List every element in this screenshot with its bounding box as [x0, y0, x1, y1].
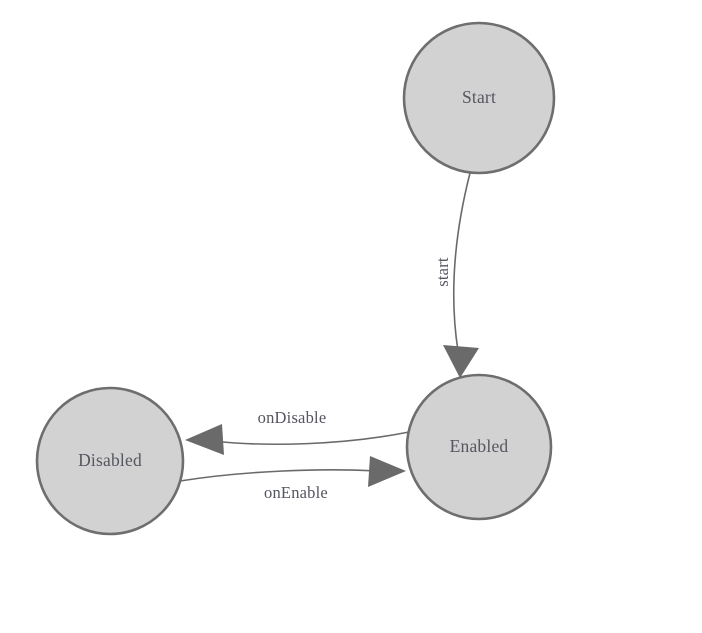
- edges-layer: start onDisable onEnable: [179, 172, 479, 502]
- nodes-layer: Start Enabled Disabled: [35, 21, 556, 536]
- edge-label-start: start: [433, 257, 452, 287]
- node-start[interactable]: Start: [402, 21, 556, 175]
- edge-start-to-enabled[interactable]: start: [433, 172, 479, 378]
- node-start-circle[interactable]: [402, 21, 556, 175]
- edge-path-start-to-enabled: [453, 172, 471, 352]
- edge-disabled-to-enabled[interactable]: onEnable: [179, 456, 406, 502]
- edge-enabled-to-disabled[interactable]: onDisable: [185, 408, 410, 455]
- node-disabled[interactable]: Disabled: [35, 386, 185, 536]
- node-enabled[interactable]: Enabled: [405, 373, 553, 521]
- arrowhead-start-to-enabled: [443, 345, 479, 378]
- edge-label-ondisable: onDisable: [258, 408, 327, 427]
- edge-path-disabled-to-enabled: [179, 469, 376, 482]
- node-enabled-circle[interactable]: [405, 373, 553, 521]
- node-enabled-label: Enabled: [450, 436, 509, 456]
- node-disabled-circle[interactable]: [35, 386, 185, 536]
- node-start-label: Start: [462, 87, 496, 107]
- arrowhead-enabled-to-disabled: [185, 424, 224, 455]
- edge-label-onenable: onEnable: [264, 483, 328, 502]
- arrowhead-disabled-to-enabled: [368, 456, 406, 487]
- edge-path-enabled-to-disabled: [212, 431, 410, 446]
- node-disabled-label: Disabled: [78, 450, 142, 470]
